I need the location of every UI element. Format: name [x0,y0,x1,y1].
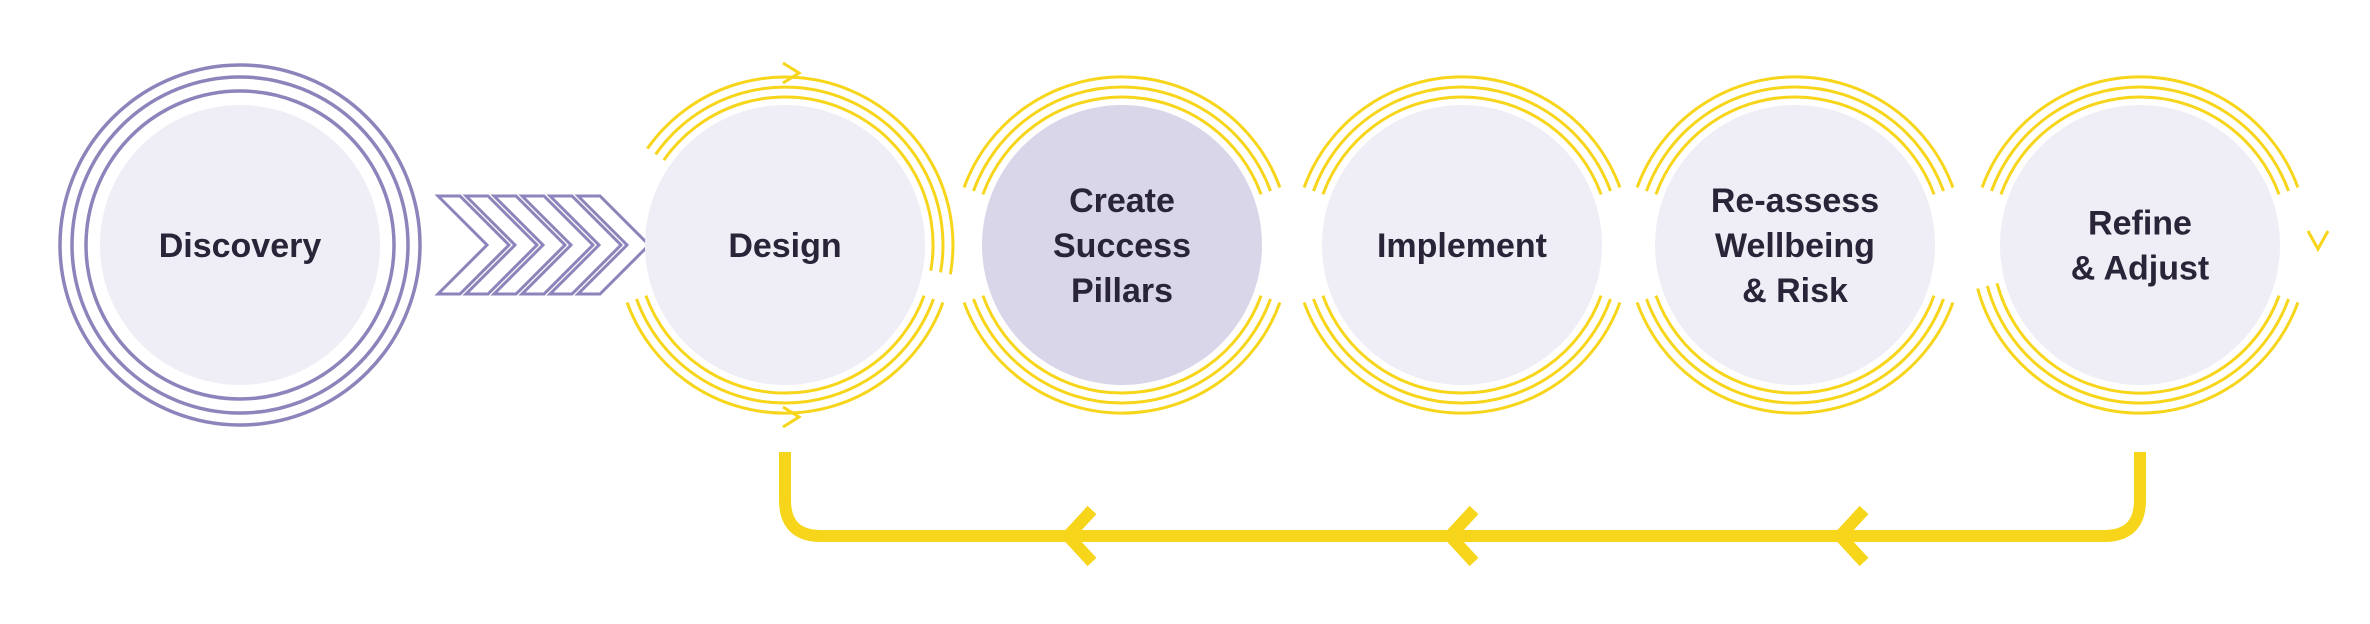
chevron-connector-icon [574,194,652,296]
stage-label: Refine [2088,205,2192,243]
loop-arrowhead-icon [1441,505,1479,567]
stage-rings [58,61,2330,429]
stage-label: Pillars [1071,272,1173,310]
discovery-ring [84,89,396,401]
stage-label: Implement [1377,227,1547,265]
chevron-connector-icon [434,194,512,296]
chevron-connector-icon [518,194,596,296]
stage-refine: Refine & Adjust [2000,105,2280,385]
process-ring-arc [962,301,1282,415]
process-ring-arc [1635,75,1955,189]
chevron-connector [434,194,652,296]
process-ring-arc [981,95,1263,195]
stage-label: & Adjust [2071,250,2210,288]
stage-label: Wellbeing [1715,227,1875,265]
stage-implement: Implement [1322,105,1602,385]
process-ring-arc [1312,298,1612,405]
process-ring-arc [1645,298,1945,405]
process-ring-arc [635,298,935,405]
chevron-connector-icon [546,194,624,296]
process-ring-arc [1995,282,2281,395]
process-ring-arc [1312,85,1612,192]
stage-circle [1655,105,1935,385]
stage-design: Design [645,105,925,385]
process-ring-arc [644,295,926,395]
discovery-ring [70,75,410,415]
process-ring-arc [962,75,1282,189]
stage-label: Re-assess [1711,182,1879,220]
stage-label: & Risk [1742,272,1848,310]
process-ring-arc [1635,301,1955,415]
process-ring-arc [625,301,945,415]
process-ring-arc [1321,295,1603,395]
feedback-loop-line [779,452,2146,542]
process-ring-arc [1976,288,2300,415]
stage-circle [645,105,925,385]
ring-arrow-icon [2306,230,2330,253]
process-ring-arc [1654,295,1936,395]
chevron-connector-icon [490,194,568,296]
ring-arrow-icon [782,405,802,429]
process-ring-arc [646,75,955,275]
stage-circle [100,105,380,385]
stage-label: Design [728,227,841,265]
process-ring-arc [972,85,1272,192]
process-ring-arc [654,85,945,273]
chevron-connector-icon [462,194,540,296]
stage-circle [2000,105,2280,385]
process-ring-arc [981,295,1263,395]
stage-circle [982,105,1262,385]
process-ring-arc [1990,85,2290,192]
stage-label: Success [1053,227,1191,265]
discovery-ring [58,63,422,427]
stage-discovery: Discovery [100,105,380,385]
process-ring-arc [1999,95,2281,195]
loop-arrowhead-icon [1059,505,1097,567]
process-ring-arc [1302,301,1622,415]
loop-arrowhead-icon [1831,505,1869,567]
process-ring-arc [1321,95,1603,195]
ring-arrow-icon [782,61,802,85]
stage-label: Create [1069,182,1175,220]
process-ring-arc [1645,85,1945,192]
process-ring-arc [1654,95,1936,195]
process-ring-arc [662,95,935,271]
process-ring-arc [1980,75,2300,189]
stage-label: Discovery [159,227,322,265]
process-ring-arc [972,298,1272,405]
feedback-loop [779,452,2146,567]
process-ring-arc [1985,285,2290,405]
stage-circle [1322,105,1602,385]
process-ring-arc [1302,75,1622,189]
